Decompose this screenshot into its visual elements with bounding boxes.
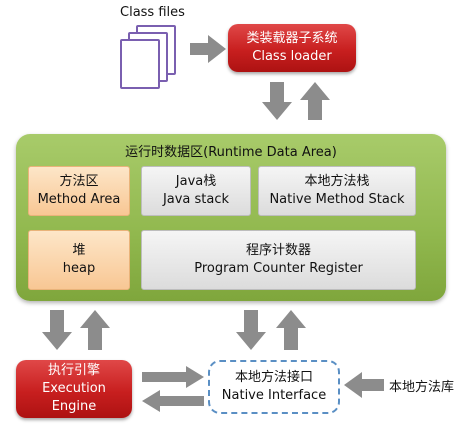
runtime-data-area-title: 运行时数据区(Runtime Data Area): [125, 145, 337, 160]
java-stack-en: Java stack: [162, 192, 230, 207]
native-interface-down-arrow: [236, 310, 266, 350]
method-area-en: Method Area: [37, 192, 121, 207]
method-area-cn: 方法区: [59, 174, 99, 189]
java-stack-cn: Java栈: [175, 174, 217, 189]
loader-up-arrow: [300, 82, 330, 120]
engine-up-arrow: [80, 310, 110, 350]
class-loader-title-cn: 类装载器子系统: [246, 31, 338, 46]
native-library-arrow: [344, 372, 384, 398]
native-method-stack-en: Native Method Stack: [269, 192, 405, 207]
program-counter-en: Program Counter Register: [194, 261, 363, 276]
heap-box: 堆 heap: [28, 230, 130, 290]
native-interface-cn: 本地方法接口: [234, 370, 313, 385]
execution-engine-en-2: Engine: [51, 399, 97, 414]
class-files-to-loader-arrow: [190, 35, 226, 63]
native-interface-en: Native Interface: [221, 388, 327, 403]
heap-en: heap: [62, 261, 96, 276]
loader-down-arrow: [262, 82, 292, 120]
execution-engine-en-1: Execution: [42, 381, 106, 396]
class-files-icon: [118, 25, 180, 95]
native-to-engine-arrow: [142, 390, 204, 412]
execution-engine-cn: 执行引擎: [47, 363, 100, 378]
native-interface-box: 本地方法接口 Native Interface: [208, 360, 340, 414]
program-counter-register-box: 程序计数器 Program Counter Register: [141, 230, 416, 290]
engine-to-native-arrow: [142, 366, 204, 388]
native-interface-up-arrow: [276, 310, 306, 350]
program-counter-cn: 程序计数器: [245, 243, 311, 258]
native-method-stack-cn: 本地方法栈: [304, 174, 370, 189]
class-loader-box: 类装载器子系统 Class loader: [228, 24, 356, 72]
native-library-label: 本地方法库: [389, 380, 455, 395]
java-stack-box: Java栈 Java stack: [141, 166, 251, 216]
execution-engine-box: 执行引擎 Execution Engine: [16, 360, 132, 418]
engine-down-arrow: [42, 310, 72, 350]
class-loader-title-en: Class loader: [252, 49, 332, 64]
class-files-label: Class files: [120, 5, 185, 20]
native-method-stack-box: 本地方法栈 Native Method Stack: [258, 166, 416, 216]
method-area-box: 方法区 Method Area: [28, 166, 130, 216]
heap-cn: 堆: [72, 243, 86, 258]
